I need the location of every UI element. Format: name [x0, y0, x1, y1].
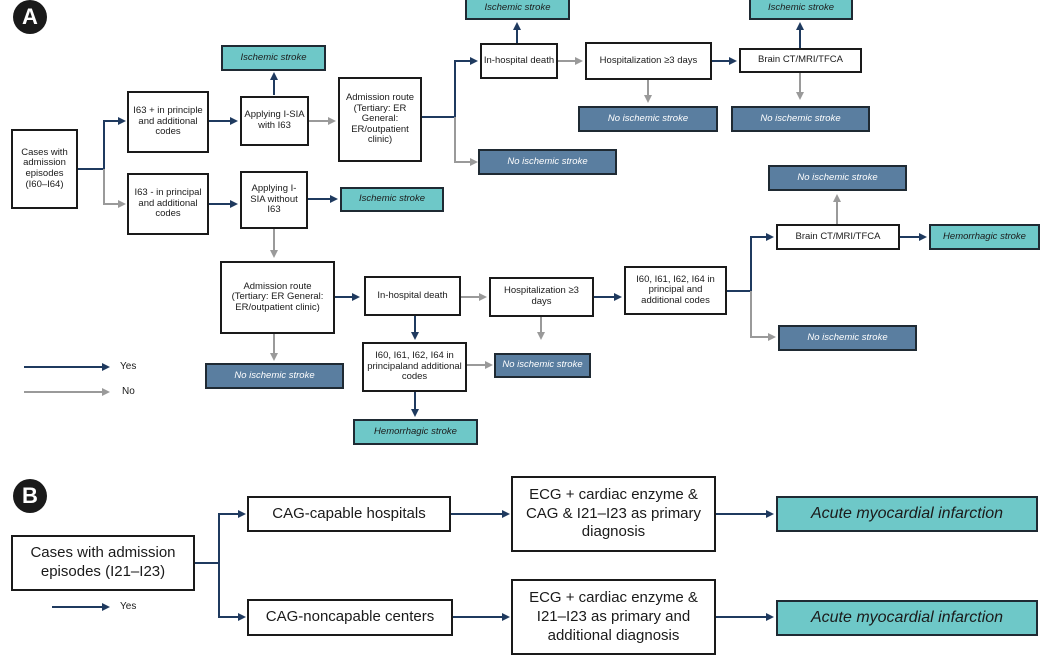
- ischemic-stroke-top: Ischemic stroke: [221, 45, 326, 71]
- hospitalization-3days-box-2: Hospitalization ≥3 days: [489, 277, 594, 317]
- legend-yes-label: Yes: [120, 361, 137, 372]
- i63-not-principal-box: I63 - in principal and additional codes: [127, 173, 209, 235]
- in-hospital-death-box-2: In-hospital death: [364, 276, 461, 316]
- hemorrhagic-stroke-death: Hemorrhagic stroke: [353, 419, 478, 445]
- connector-lines: [24, 22, 927, 621]
- codes-death-box: I60, I61, I62, I64 in principaland addit…: [362, 342, 467, 392]
- legend-no-label: No: [122, 386, 135, 397]
- admission-route-box-2: Admission route (Tertiary: ER General: E…: [220, 261, 335, 334]
- brain-ct-box-1: Brain CT/MRI/TFCA: [739, 48, 862, 73]
- flowchart-figure: A B Cases with admission episodes (I60–I…: [11, 0, 1040, 655]
- brain-ct-box-2: Brain CT/MRI/TFCA: [776, 224, 900, 250]
- admission-route-box-1: Admission route (Tertiary: ER General: E…: [338, 77, 422, 162]
- start-box-i21-i23: Cases with admission episodes (I21–I23): [11, 535, 195, 591]
- cag-capable-box: CAG-capable hospitals: [247, 496, 451, 532]
- panel-b-badge: B: [13, 479, 47, 513]
- no-ischemic-ct-1: No ischemic stroke: [731, 106, 870, 132]
- no-ischemic-route-1: No ischemic stroke: [478, 149, 617, 175]
- no-ischemic-codes: No ischemic stroke: [778, 325, 917, 351]
- apply-isia-without-box: Applying I-SIA without I63: [240, 171, 308, 229]
- codes-principal-box: I60, I61, I62, I64 in principal and addi…: [624, 266, 727, 315]
- panel-a-badge: A: [13, 0, 47, 34]
- in-hospital-death-box-1: In-hospital death: [480, 43, 558, 79]
- start-box-i60-i64: Cases with admission episodes (I60–I64): [11, 129, 78, 209]
- criteria-noncapable-box: ECG + cardiac enzyme & I21–I23 as primar…: [511, 579, 716, 655]
- no-ischemic-route-2: No ischemic stroke: [205, 363, 344, 389]
- hospitalization-3days-box-1: Hospitalization ≥3 days: [585, 42, 712, 80]
- criteria-capable-box: ECG + cardiac enzyme & CAG & I21–I23 as …: [511, 476, 716, 552]
- no-ischemic-hosp-1: No ischemic stroke: [578, 106, 718, 132]
- cag-noncapable-box: CAG-noncapable centers: [247, 599, 453, 636]
- ischemic-stroke-mid: Ischemic stroke: [340, 187, 444, 212]
- i63-in-principal-box: I63 + in principle and additional codes: [127, 91, 209, 153]
- apply-isia-with-box: Applying I-SIA with I63: [240, 96, 309, 146]
- no-ischemic-ct-2: No ischemic stroke: [768, 165, 907, 191]
- ami-box-1: Acute myocardial infarction: [776, 496, 1038, 532]
- hemorrhagic-stroke-ct: Hemorrhagic stroke: [929, 224, 1040, 250]
- ami-box-2: Acute myocardial infarction: [776, 600, 1038, 636]
- ischemic-stroke-death: Ischemic stroke: [465, 0, 570, 20]
- no-ischemic-death-2: No ischemic stroke: [494, 353, 591, 378]
- legend-b-yes-label: Yes: [120, 601, 137, 612]
- ischemic-stroke-ct: Ischemic stroke: [749, 0, 853, 20]
